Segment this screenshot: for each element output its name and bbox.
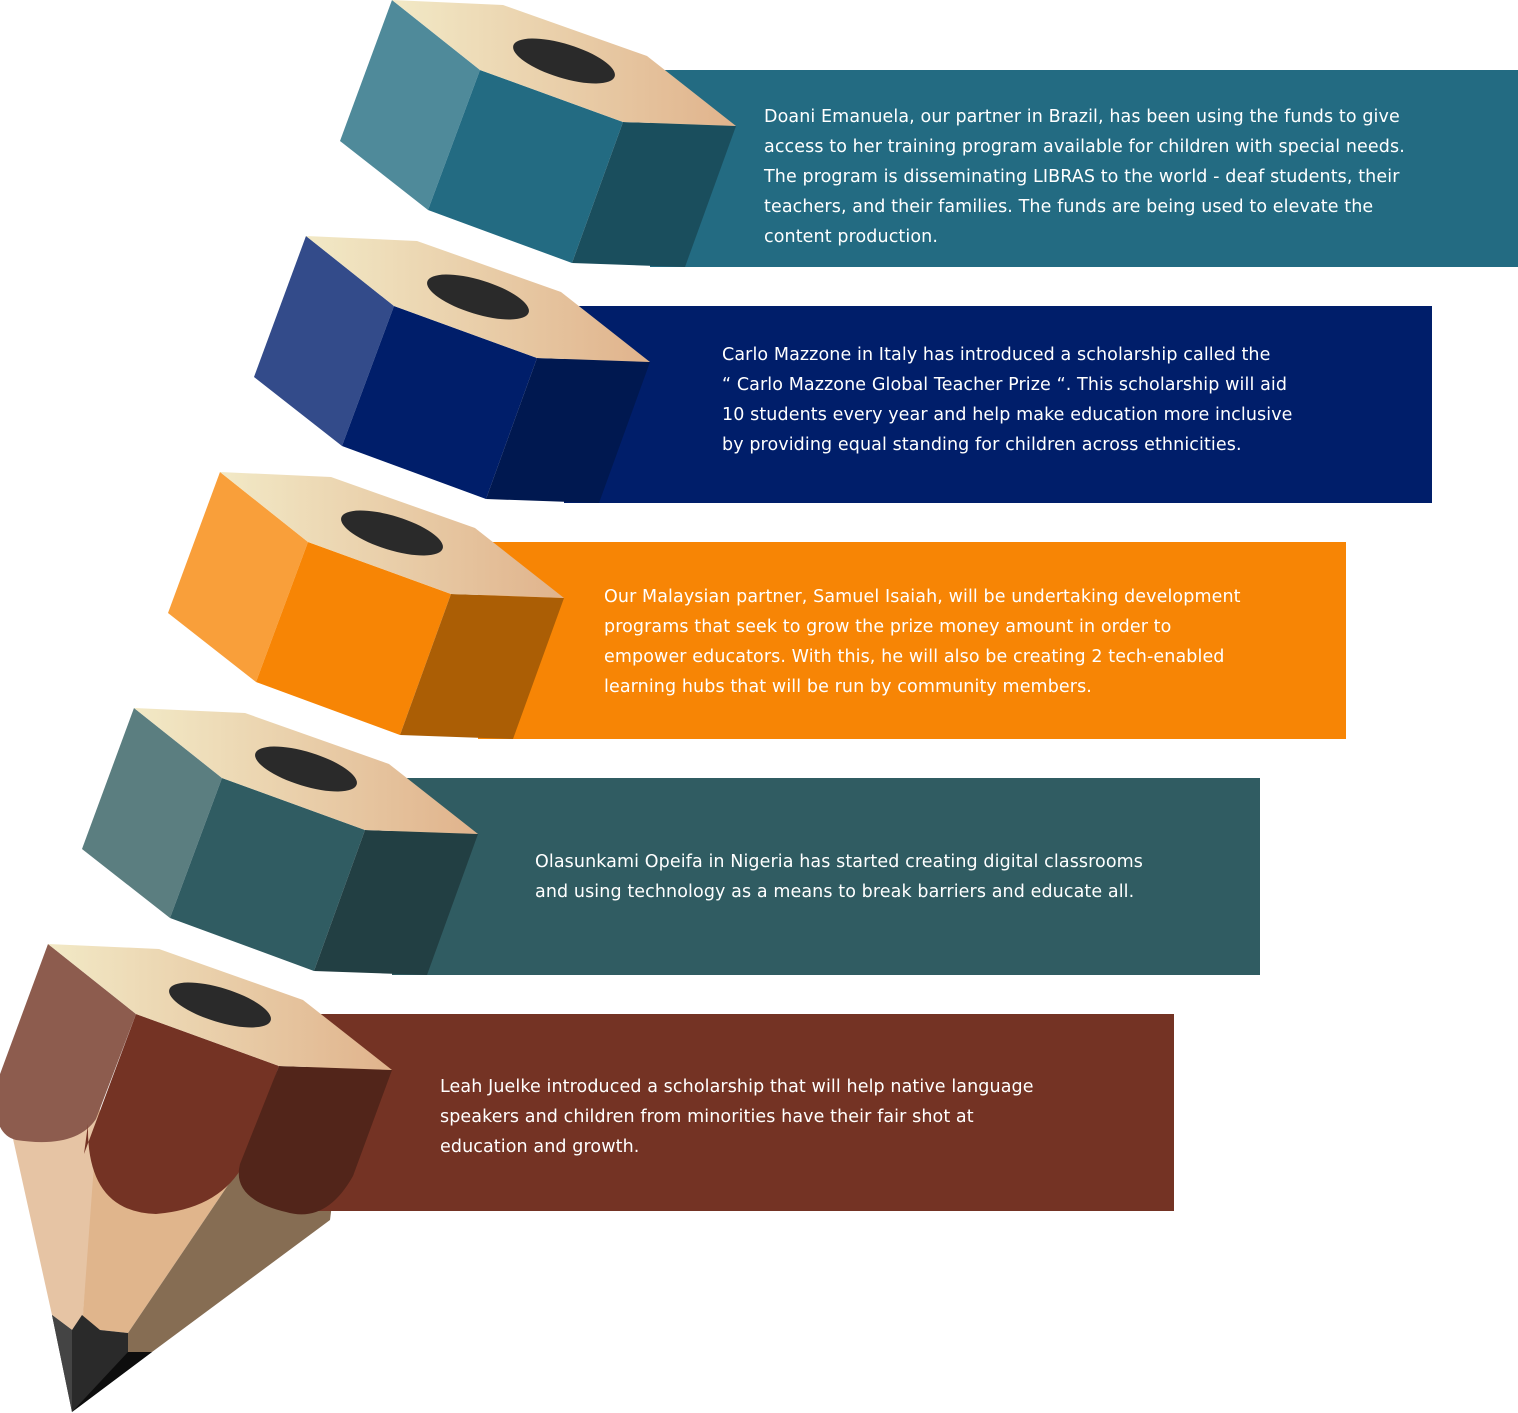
banner-text-3: Our Malaysian partner, Samuel Isaiah, wi…: [604, 582, 1241, 702]
segment-left-face: [254, 236, 394, 446]
pencil-hole: [513, 38, 615, 84]
segment-left-face: [82, 708, 222, 918]
segment-front-face: [342, 306, 537, 499]
banner-2: [564, 306, 1432, 503]
pencil-segment-1: [340, 0, 1518, 267]
segment-left-face: [0, 944, 136, 1143]
segment-right-face: [400, 594, 564, 739]
text-line: The program is disseminating LIBRAS to t…: [764, 167, 1400, 187]
text-line: content production.: [764, 227, 938, 247]
text-line: Olasunkami Opeifa in Nigeria has started…: [535, 852, 1144, 872]
pencil-lead: [52, 1315, 152, 1412]
text-line: Our Malaysian partner, Samuel Isaiah, wi…: [604, 587, 1241, 607]
pencil-hole: [169, 982, 271, 1028]
text-line: 10 students every year and help make edu…: [722, 405, 1293, 425]
text-line: Leah Juelke introduced a scholarship tha…: [440, 1077, 1034, 1097]
banner-3: [478, 542, 1346, 739]
text-line: and using technology as a means to break…: [535, 882, 1135, 902]
text-line: access to her training program available…: [764, 137, 1405, 157]
segment-left-face: [168, 472, 308, 682]
pencil-segment-2: [254, 236, 1432, 503]
text-line: speakers and children from minorities ha…: [440, 1107, 974, 1127]
pencil-hole: [427, 274, 529, 320]
banner-text-1: Doani Emanuela, our partner in Brazil, h…: [764, 102, 1405, 252]
banner-5: [306, 1014, 1174, 1211]
banner-text-5: Leah Juelke introduced a scholarship tha…: [440, 1072, 1034, 1162]
pencil-hole: [255, 746, 357, 792]
banner-text-4: Olasunkami Opeifa in Nigeria has started…: [535, 847, 1143, 907]
segment-right-face: [238, 1066, 392, 1215]
pencil-lead-dark: [72, 1352, 152, 1412]
pencil-segment-3: [168, 472, 1346, 739]
text-line: Carlo Mazzone in Italy has introduced a …: [722, 345, 1271, 365]
segment-left-face: [340, 0, 480, 210]
pencil-segment-5: [0, 944, 1174, 1215]
pencil-hole: [341, 510, 443, 556]
pencil-segment-4: [82, 708, 1260, 975]
segment-right-face: [572, 122, 736, 267]
text-line: learning hubs that will be run by commun…: [604, 677, 1092, 697]
banner-4: [392, 778, 1260, 975]
segment-right-face: [486, 358, 650, 503]
text-line: “ Carlo Mazzone Global Teacher Prize “. …: [722, 375, 1288, 395]
pencil-wood-left: [0, 1080, 100, 1330]
pencil-lead-shade: [52, 1315, 72, 1412]
segment-front-face: [256, 542, 451, 735]
text-line: empower educators. With this, he will al…: [604, 647, 1225, 667]
text-line: programs that seek to grow the prize mon…: [604, 617, 1172, 637]
text-line: Doani Emanuela, our partner in Brazil, h…: [764, 107, 1400, 127]
segment-front-face: [170, 778, 365, 971]
banner-1: [650, 70, 1518, 267]
text-line: education and growth.: [440, 1137, 640, 1157]
text-line: teachers, and their families. The funds …: [764, 197, 1374, 217]
text-line: by providing equal standing for children…: [722, 435, 1242, 455]
segment-right-face: [314, 830, 478, 975]
segment-front-face: [84, 1014, 279, 1214]
segment-front-face: [428, 70, 623, 263]
banner-text-2: Carlo Mazzone in Italy has introduced a …: [722, 340, 1293, 460]
